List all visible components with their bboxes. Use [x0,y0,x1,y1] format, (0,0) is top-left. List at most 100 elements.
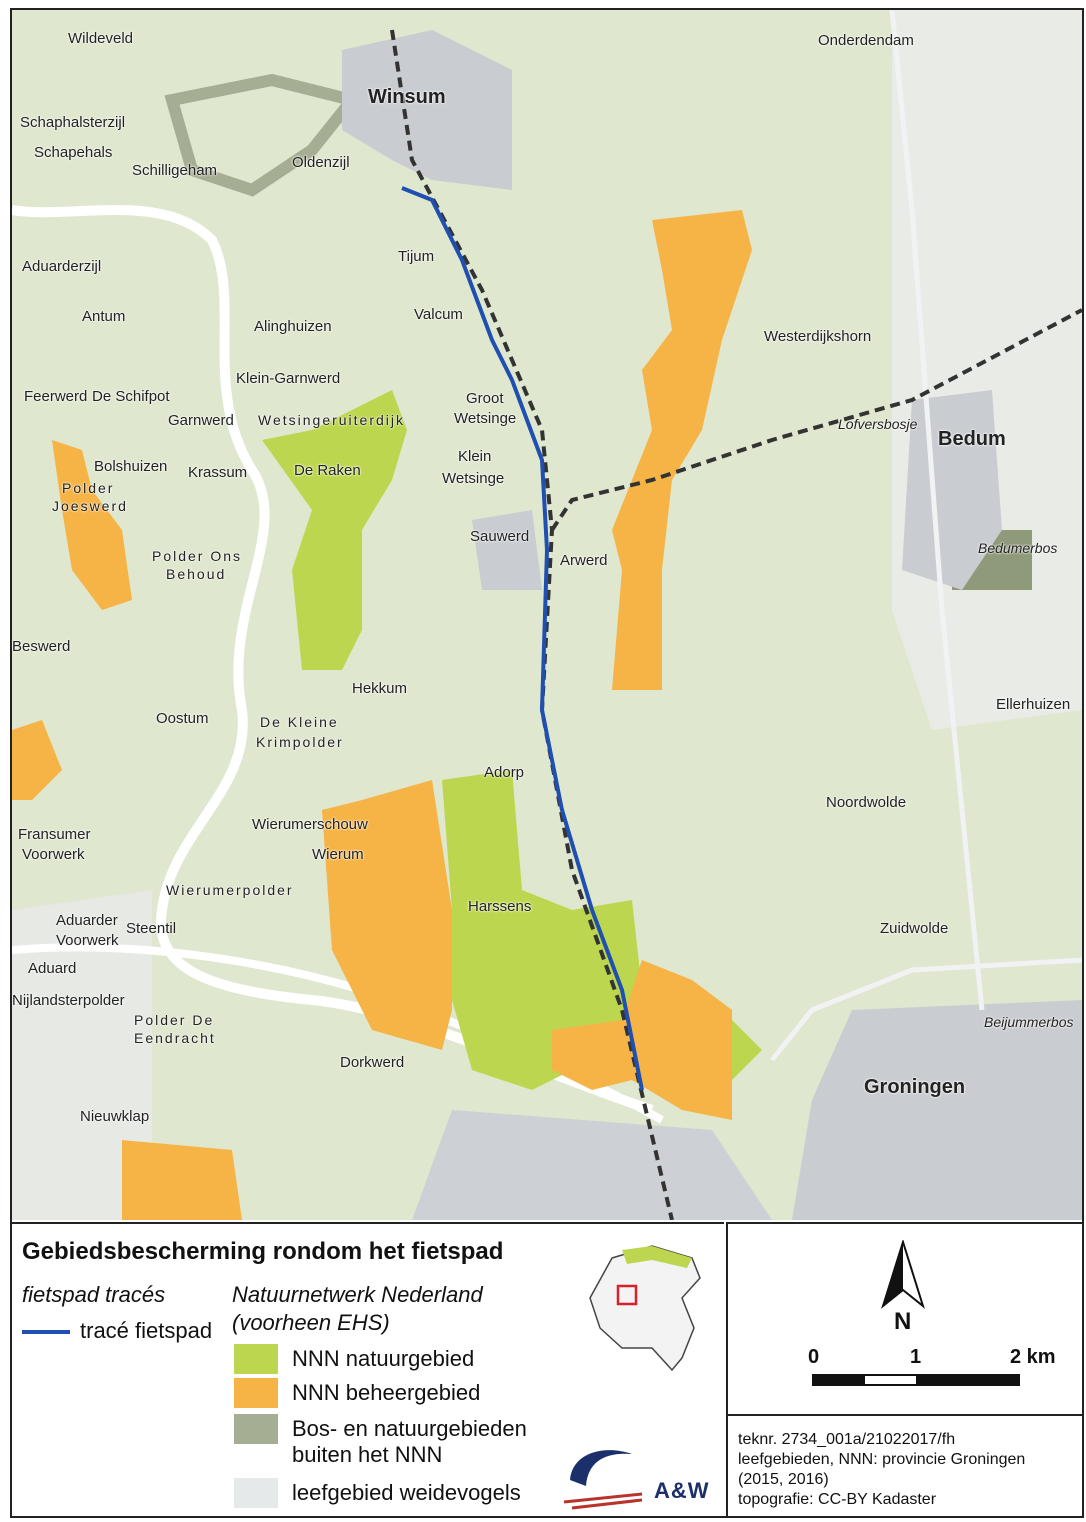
place-adorp: Adorp [484,764,525,781]
place-klein-wetsinge-2: Wetsinge [442,470,505,487]
nnn-beheer-west [12,720,62,800]
legend-item-natuur: NNN natuurgebied [292,1346,475,1371]
railway-bedum [550,308,1082,532]
place-bedum: Bedum [938,428,1006,450]
town-winsum [342,30,512,190]
place-de-schipot: De Schifpot [92,388,170,405]
town-groningen [792,1000,1082,1220]
place-aduard: Aduard [28,960,77,977]
legend-item-bos-2: buiten het NNN [292,1442,443,1467]
north-label: N [894,1308,912,1335]
place-alinghuizen: Alinghuizen [254,318,332,335]
place-krassum: Krassum [188,464,248,481]
place-zuidwolde: Zuidwolde [880,920,949,937]
place-schapehals: Schapehals [34,144,113,161]
map-svg [12,10,1082,1220]
place-polder-de-2: Eendracht [134,1030,216,1046]
place-garnwerd: Garnwerd [168,412,234,429]
credits-block: teknr. 2734_001a/21022017/fh leefgebiede… [738,1430,1025,1510]
credit-line-4: topografie: CC-BY Kadaster [738,1491,937,1508]
map-area[interactable]: Wildeveld Winsum Onderdendam Schaphalste… [12,10,1082,1220]
place-groot-wetsinge-2: Wetsinge [454,410,517,427]
place-wildeveld: Wildeveld [68,30,134,47]
place-fransumer-2: Voorwerk [22,846,85,863]
place-noordwolde: Noordwolde [826,794,907,811]
place-groningen: Groningen [864,1076,966,1098]
place-polder-joeswerd-2: Joeswerd [52,498,128,514]
weidevogel-area-west [12,890,152,1220]
place-de-raken: De Raken [294,462,361,479]
legend-nnn-heading-1: Natuurnetwerk Nederland [232,1282,483,1307]
info-panel: N 0 1 2 km teknr. 2734_001a/21022017/fh … [726,1222,1084,1518]
credit-line-2: leefgebieden, NNN: provincie Groningen [738,1451,1026,1468]
urban-zone-south [412,1110,772,1220]
legend-panel: Gebiedsbescherming rondom het fietspad f… [12,1222,724,1518]
legend-route-heading: fietspad tracés [22,1282,166,1307]
place-oldenzijl: Oldenzijl [292,154,350,171]
place-wierumerschouw: Wierumerschouw [252,816,368,833]
swatch-nnn-beheer [234,1378,278,1408]
nnn-beheer-joeswerd [52,440,132,610]
place-aduarder-1: Aduarder [56,912,118,929]
nnn-natuur-de-raken [262,390,407,670]
place-onderdendam: Onderdendam [818,32,914,49]
nnn-beheer-harssens-south [552,960,732,1120]
nnn-beheer-wierum [322,780,452,1050]
legend-item-beheer: NNN beheergebied [292,1380,481,1405]
place-antum: Antum [82,308,126,325]
place-schilligeham: Schilligeham [132,162,218,179]
place-wetsingeruiterdijk: Wetsingeruiterdijk [258,412,406,428]
place-bedumerbos: Bedumerbos [978,540,1058,556]
nnn-beheer-nieuwklap [122,1140,242,1220]
legend-item-bos-1: Bos- en natuurgebieden [292,1416,527,1441]
place-de-kleine-2: Krimpolder [256,734,344,750]
place-hekkum: Hekkum [352,680,408,697]
place-steentil: Steentil [126,920,177,937]
nnn-beheer-noord [612,210,752,690]
place-westerdijkshorn: Westerdijkshorn [764,328,872,345]
aw-logo-icon [563,1450,643,1510]
place-polder-ons-1: Polder Ons [152,548,243,564]
place-nijlandsterpolder: Nijlandsterpolder [12,992,125,1009]
place-nieuwklap: Nieuwklap [80,1108,150,1125]
swatch-nnn-natuur [234,1344,278,1374]
legend-title: Gebiedsbescherming rondom het fietspad [22,1238,504,1265]
place-bolshuizen: Bolshuizen [94,458,168,475]
place-schaphalsterzijl: Schaphalsterzijl [20,114,126,131]
road-east [889,10,985,1011]
place-arwerd: Arwerd [560,552,608,569]
place-klein-garnwerd: Klein-Garnwerd [236,370,341,387]
credit-divider [728,1414,1084,1416]
credit-line-3: (2015, 2016) [738,1471,829,1488]
place-polder-de-1: Polder De [134,1012,215,1028]
place-feerwerd: Feerwerd [24,388,88,405]
place-wierum: Wierum [312,846,364,863]
legend-route-line [22,1330,70,1334]
scale-bar [812,1374,1020,1386]
place-lofversbosje: Lofversbosje [838,416,918,432]
place-de-kleine-1: De Kleine [260,714,339,730]
credit-line-1: teknr. 2734_001a/21022017/fh [738,1431,956,1448]
place-polder-ons-2: Behoud [166,566,227,582]
north-arrow-icon [881,1240,925,1309]
place-harssens: Harssens [468,898,532,915]
aw-logo-text: A&W [654,1478,710,1503]
place-aduarder-2: Voorwerk [56,932,119,949]
place-oostum: Oostum [156,710,209,727]
place-beijummerbos: Beijummerbos [984,1014,1074,1030]
village-sauwerd [472,510,542,590]
scale-label-0: 0 [808,1346,820,1368]
legend-route-item: tracé fietspad [80,1318,213,1343]
trace-fietspad [401,186,644,1091]
place-sauwerd: Sauwerd [470,528,530,545]
legend-item-weidevogels: leefgebied weidevogels [292,1480,521,1505]
bos-border-winsum [164,73,363,197]
place-beswerd: Beswerd [12,638,71,655]
place-polder-joeswerd-1: Polder [62,480,115,496]
scale-label-1: 1 [910,1346,922,1368]
map-frame [10,8,1084,1518]
place-wierumerpolder: Wierumerpolder [166,882,294,898]
place-dorkwerd: Dorkwerd [340,1054,405,1071]
place-klein-wetsinge-1: Klein [458,448,492,465]
swatch-bos [234,1414,278,1444]
